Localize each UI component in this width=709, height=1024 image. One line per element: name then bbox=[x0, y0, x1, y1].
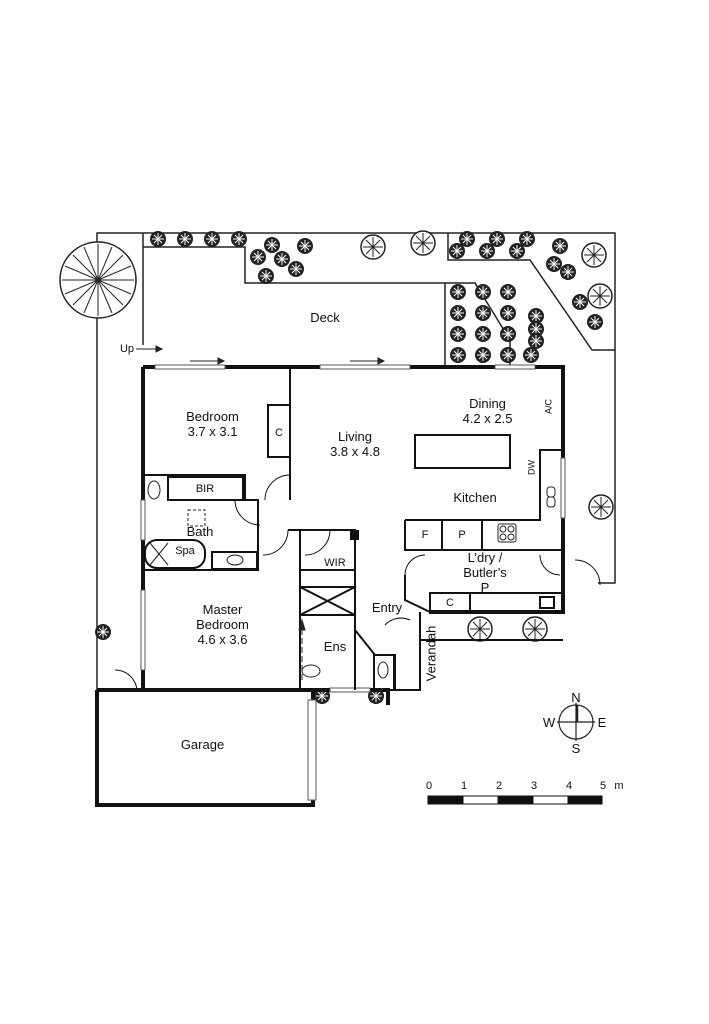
ac-label: A/C bbox=[543, 399, 554, 415]
room-dims-bedroom: 3.7 x 3.1 bbox=[187, 424, 238, 439]
room-label-bath: Bath bbox=[186, 524, 214, 539]
ensuite-arrow-icon bbox=[298, 618, 306, 680]
scale-tick-5: 5 bbox=[599, 780, 607, 792]
room-label-kitchen: Kitchen bbox=[453, 490, 497, 505]
up-label: Up bbox=[119, 343, 135, 355]
room-label-entry: Entry bbox=[371, 600, 403, 615]
room-label-deck: Deck bbox=[310, 310, 340, 325]
bir-label: BIR bbox=[195, 483, 215, 495]
room-label-laundry-line3: P bbox=[480, 580, 490, 595]
compass-west: W bbox=[542, 715, 556, 730]
scale-unit: m bbox=[614, 780, 624, 792]
sink-icon bbox=[546, 486, 556, 508]
room-label-laundry-line2: Butler’s bbox=[463, 565, 507, 580]
room-label-wir: WIR bbox=[324, 557, 346, 569]
door-swings bbox=[114, 474, 601, 691]
spa-icon bbox=[149, 542, 169, 566]
closet-label: C bbox=[275, 427, 283, 439]
compass-north: N bbox=[571, 690, 581, 705]
scale-tick-2: 2 bbox=[495, 780, 503, 792]
dishwasher-label: DW bbox=[526, 460, 537, 475]
scale-tick-1: 1 bbox=[460, 780, 468, 792]
windows bbox=[140, 364, 566, 801]
scale-tick-4: 4 bbox=[565, 780, 573, 792]
compass-icon bbox=[557, 703, 595, 741]
scale-bar bbox=[427, 795, 603, 805]
site-boundary bbox=[96, 232, 616, 690]
pantry-label: P bbox=[458, 529, 466, 541]
room-label-laundry-line1: L’dry / bbox=[467, 550, 503, 565]
room-label-master-line1: Master bbox=[202, 602, 243, 617]
room-dims-living: 3.8 x 4.8 bbox=[330, 444, 380, 459]
room-label-garage: Garage bbox=[180, 737, 225, 752]
interior-walls bbox=[143, 367, 563, 691]
scale-tick-0: 0 bbox=[425, 780, 433, 792]
room-label-master-line2: Bedroom bbox=[196, 617, 249, 632]
room-label-ens: Ens bbox=[323, 639, 347, 654]
spa-label: Spa bbox=[175, 545, 195, 557]
compass-east: E bbox=[597, 715, 607, 730]
room-label-bedroom: Bedroom bbox=[186, 409, 239, 424]
compass-south: S bbox=[571, 741, 581, 756]
room-label-verandah: Verandah bbox=[423, 625, 439, 682]
fridge-label: F bbox=[421, 529, 429, 541]
room-label-living: Living bbox=[338, 429, 372, 444]
toilet-icons bbox=[147, 480, 389, 679]
room-dims-master: 4.6 x 3.6 bbox=[197, 632, 248, 647]
laundry-closet-label: C bbox=[446, 597, 454, 609]
cooktop-icon bbox=[497, 523, 517, 543]
room-label-dining: Dining bbox=[469, 396, 506, 411]
scale-tick-3: 3 bbox=[530, 780, 538, 792]
room-dims-dining: 4.2 x 2.5 bbox=[462, 411, 513, 426]
tree-icon bbox=[59, 241, 137, 319]
up-arrow-icon bbox=[136, 345, 164, 353]
